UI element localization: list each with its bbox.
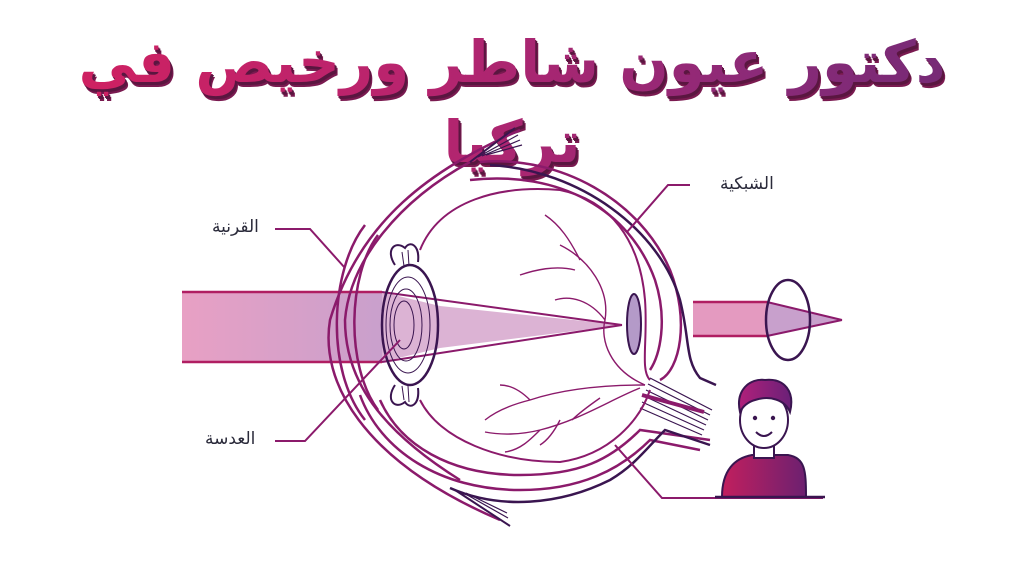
- label-cornea: القرنية: [212, 217, 259, 237]
- blood-vessels: [484, 214, 646, 453]
- page-title: دكتور عيون شاطر ورخيص في تركيا: [0, 22, 1024, 182]
- optic-nerve: [639, 377, 713, 436]
- retina: [419, 188, 651, 464]
- sclera-lower: [358, 394, 711, 527]
- incoming-light-beam: [182, 290, 623, 364]
- sclera-outer: [327, 127, 717, 522]
- label-retina: الشبكية: [720, 174, 774, 194]
- corrective-lens-illustration: [693, 278, 843, 362]
- focus-point: [626, 293, 642, 355]
- corrective-lens-icon: [764, 278, 812, 362]
- cornea: [335, 224, 380, 421]
- lens: [380, 243, 440, 407]
- label-lens: العدسة: [205, 429, 256, 449]
- person-avatar-icon: [715, 378, 825, 499]
